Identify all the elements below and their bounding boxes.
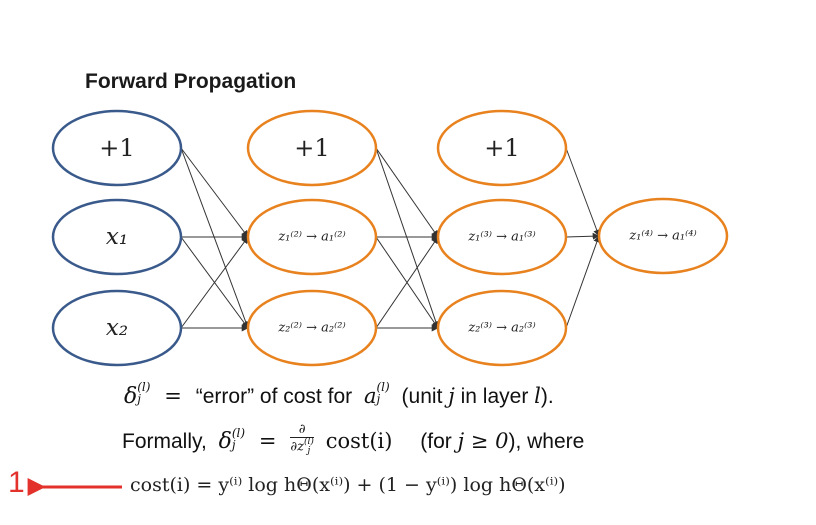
a-symbol: a [363,384,377,408]
node-label-bias2: +1 [294,134,329,162]
equals-sign: = [164,384,182,408]
node-h22 [246,289,378,367]
cost-formula: cost(i) = y⁽ⁱ⁾ log hΘ(x⁽ⁱ⁾) + (1 − y⁽ⁱ⁾)… [130,474,566,496]
error-quote-text: “error” of cost for [195,385,353,408]
error-definition-line: δ(l)j = “error” of cost for a(l)j (unit … [124,381,554,409]
a-subscript: j [376,392,381,407]
equals-sign-2: = [258,429,277,454]
edge-h32-out [565,235,601,329]
annotation-number: 1 [8,466,25,499]
fraction-denominator-superscript: (l) [303,437,314,448]
fraction-numerator: ∂ [290,422,314,439]
edge-bias1-h21 [180,147,249,238]
node-bias2 [246,109,378,187]
node-bias1 [51,109,183,187]
a-superscript: (l) [376,380,390,395]
unit-open-text: (unit [401,385,443,408]
formally-text: Formally, [122,430,207,454]
edge-bias3-out [565,147,601,237]
node-label-h21: z₁⁽²⁾ → a₁⁽²⁾ [277,230,345,245]
node-label-x1: x₁ [106,224,128,250]
a-indices: (l)j [377,381,390,405]
fraction-denominator-base: ∂z [290,439,304,455]
node-x2 [51,289,183,367]
edge-h31-out [565,232,600,240]
j-symbol: j [448,384,455,408]
in-layer-text: in layer [460,385,529,408]
delta-subscript-2: j [231,437,236,452]
delta-indices: (l)j [137,381,150,405]
edges-group [180,147,601,332]
l-symbol: l [534,384,541,408]
node-label-x2: x₂ [106,315,128,341]
edge-bias2-h31 [375,147,439,238]
fraction-denominator-indices: (l)j [304,438,314,456]
node-label-h32: z₂⁽³⁾ → a₂⁽³⁾ [467,321,535,336]
delta-symbol: δ [124,384,138,409]
node-out [597,197,729,275]
edge-bias2-h32 [375,147,440,329]
for-close-text: ), where [508,430,585,454]
edge-h22-h31 [375,236,439,329]
node-h31 [436,198,568,276]
edge-x2-h21 [180,236,249,329]
page-title: Forward Propagation [85,70,296,93]
for-open-text: (for [420,430,452,454]
unit-close-text: ). [540,385,554,408]
node-label-h22: z₂⁽²⁾ → a₂⁽²⁾ [277,321,345,336]
delta-superscript-2: (l) [231,425,246,440]
delta-symbol-2: δ [218,429,232,455]
node-x1 [51,198,183,276]
partial-fraction: ∂ ∂z(l)j [290,422,314,456]
delta-superscript: (l) [137,380,151,395]
formal-definition-line: Formally, δ(l)j = ∂ ∂z(l)j cost(i) (for … [122,422,585,459]
fraction-denominator-subscript: j [307,446,311,457]
node-label-bias1: +1 [99,134,134,162]
nodes-group: +1 x₁ x₂ +1 z₁⁽²⁾ → a₁⁽²⁾ z₂⁽²⁾ → a₂⁽²⁾ +1 z₁⁽³… [51,109,729,367]
edge-bias1-h22 [180,147,250,329]
cost-text: cost(i) [325,429,393,454]
delta-indices-2: (l)j [232,427,245,451]
node-h21 [246,198,378,276]
node-h32 [436,289,568,367]
node-label-out: z₁⁽⁴⁾ → a₁⁽⁴⁾ [628,229,696,244]
fraction-denominator: ∂z(l)j [290,438,313,456]
delta-subscript: j [137,392,141,407]
j-geq-zero: j ≥ 0 [457,429,509,454]
node-bias3 [436,109,568,187]
node-label-h31: z₁⁽³⁾ → a₁⁽³⁾ [467,230,535,245]
node-label-bias3: +1 [484,134,519,162]
